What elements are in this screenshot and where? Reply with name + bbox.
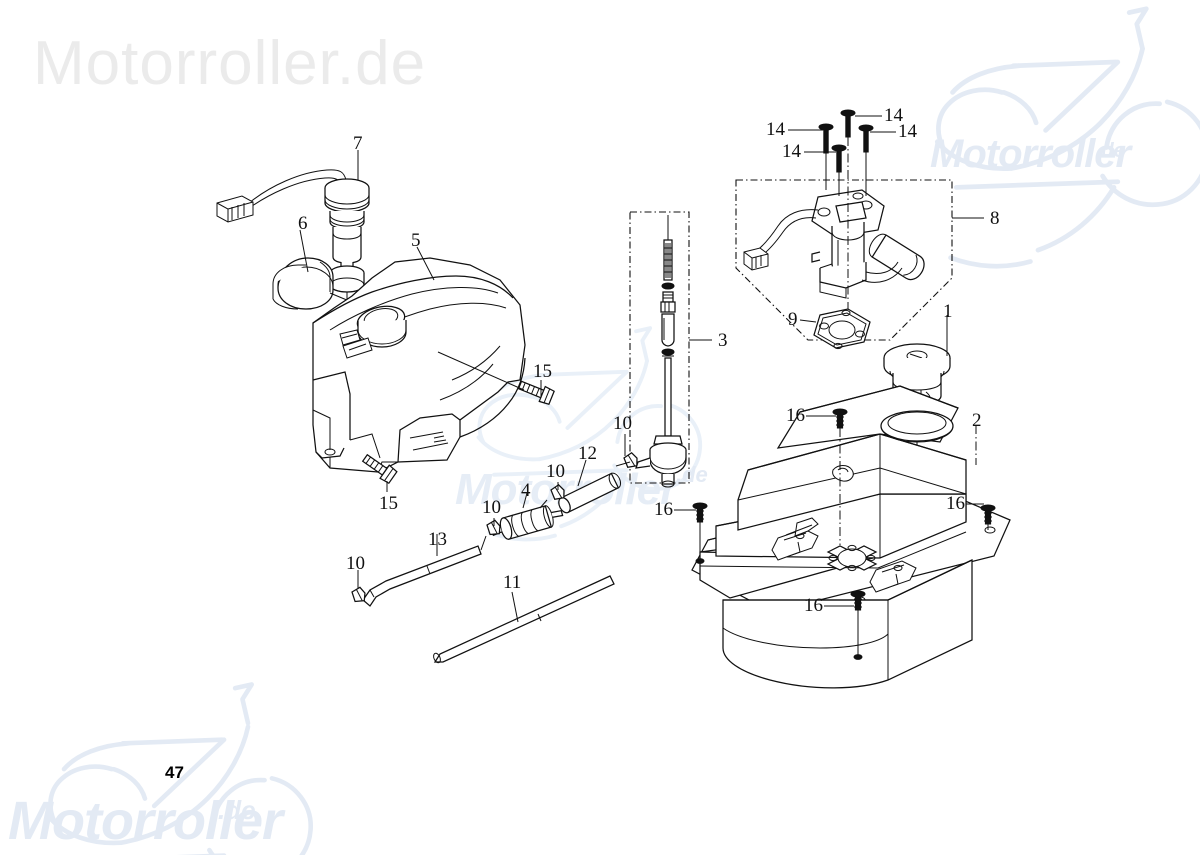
part-11-fuel-hose-long bbox=[433, 575, 615, 664]
part-9-fuel-pump-gasket bbox=[799, 308, 871, 350]
callout-16-a: 16 bbox=[786, 405, 805, 426]
callout-7: 7 bbox=[353, 133, 363, 154]
part-15-tank-mounting-bolts bbox=[361, 351, 555, 492]
callout-14-a: 14 bbox=[766, 119, 785, 140]
callout-10-a: 10 bbox=[346, 553, 365, 574]
callout-16-d: 16 bbox=[804, 595, 823, 616]
watermark-title-top: Motorroller.de bbox=[33, 29, 427, 98]
callout-10-c: 10 bbox=[546, 461, 565, 482]
callout-2: 2 bbox=[972, 410, 982, 431]
callout-1: 1 bbox=[943, 301, 953, 322]
callout-6: 6 bbox=[298, 213, 308, 234]
callout-13: 13 bbox=[428, 529, 447, 550]
part-3-fuel-valve-assembly bbox=[629, 211, 712, 488]
part-8-fuel-pump-assembly bbox=[735, 179, 984, 341]
part-1-fuel-tank-cap bbox=[883, 315, 951, 455]
part-2-main-fuel-tank bbox=[691, 385, 1011, 689]
part-13-fuel-hose-short bbox=[362, 534, 482, 607]
callout-5: 5 bbox=[411, 230, 421, 251]
hose-connection-lines bbox=[480, 461, 631, 551]
part-7-fuel-level-sensor bbox=[216, 150, 370, 325]
callout-16-c: 16 bbox=[946, 493, 965, 514]
tank-pump-flange bbox=[826, 544, 878, 572]
callout-11: 11 bbox=[503, 572, 522, 593]
callout-15-b: 15 bbox=[379, 493, 398, 514]
callout-14-c: 14 bbox=[884, 105, 903, 126]
callout-9: 9 bbox=[788, 309, 798, 330]
watermark-title-bottom: Motorroller bbox=[8, 791, 283, 851]
part-14-pump-screws bbox=[788, 109, 896, 330]
callout-12: 12 bbox=[578, 443, 597, 464]
callout-15-a: 15 bbox=[533, 361, 552, 382]
callout-10-b: 10 bbox=[482, 497, 501, 518]
watermark-de-bottom: .de bbox=[218, 795, 256, 825]
part-16-tank-bolts bbox=[674, 408, 996, 660]
watermark-title-right: Motorroller bbox=[930, 132, 1131, 176]
part-5-secondary-fuel-tank bbox=[312, 246, 526, 473]
callout-4: 4 bbox=[521, 480, 531, 501]
callout-8: 8 bbox=[990, 208, 1000, 229]
part-10-hose-clamps bbox=[351, 434, 638, 603]
callout-3: 3 bbox=[718, 330, 728, 351]
watermark-de-right: .de bbox=[1096, 140, 1125, 162]
callout-14-d: 14 bbox=[898, 121, 917, 142]
page-number: 47 bbox=[165, 763, 184, 782]
callout-14-b: 14 bbox=[782, 141, 801, 162]
callout-16-b: 16 bbox=[654, 499, 673, 520]
part-12-hose-connector bbox=[558, 459, 622, 514]
callout-10-d: 10 bbox=[613, 413, 632, 434]
